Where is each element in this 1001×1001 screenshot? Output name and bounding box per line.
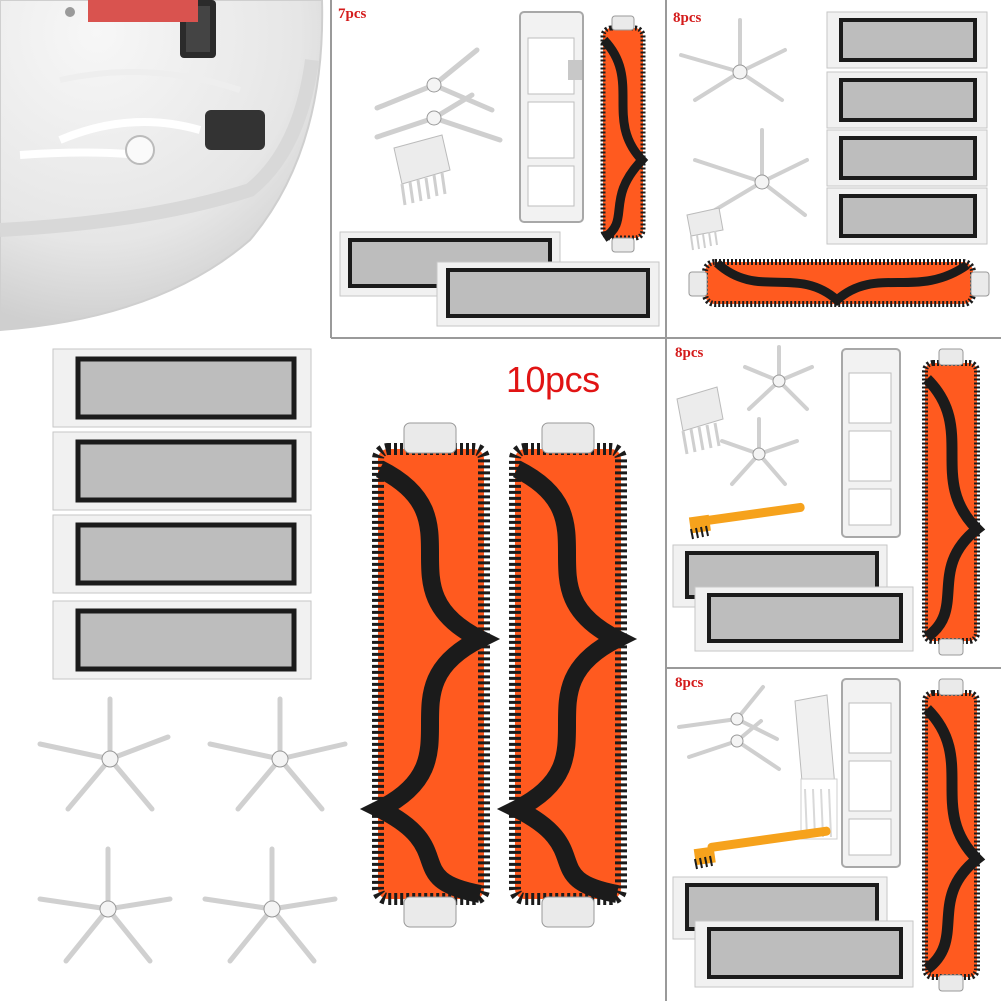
hepa-filter <box>694 920 914 988</box>
side-brush-5arm <box>37 696 171 812</box>
cleaning-comb <box>393 134 451 206</box>
cleaning-tool-yellow <box>688 502 805 540</box>
hepa-filter <box>694 586 914 652</box>
cleaning-comb <box>676 386 724 455</box>
roller-brush <box>922 348 986 656</box>
roller-brush <box>688 259 990 307</box>
panel-8pcs-top: 8pcs <box>667 0 1001 337</box>
cleaning-comb <box>686 207 724 251</box>
roller-brush <box>496 422 638 928</box>
side-brush-5arm <box>693 128 809 217</box>
side-brush-5arm <box>679 18 787 102</box>
panel-label: 7pcs <box>338 6 367 22</box>
panel-8pcs-bottom: 8pcs <box>667 669 1001 1001</box>
side-brush-hub <box>426 110 442 126</box>
side-brush-5arm <box>202 846 338 964</box>
panel-label: 8pcs <box>675 345 704 361</box>
cleaning-tool-yellow <box>693 826 831 870</box>
brush-cover-frame <box>841 678 901 868</box>
hepa-filter <box>436 261 660 327</box>
roller-brush <box>922 678 986 992</box>
roller-brush <box>600 15 649 253</box>
panel-label: 8pcs <box>673 10 702 26</box>
side-brush-3arm <box>677 685 781 771</box>
side-brush-5arm <box>37 846 173 964</box>
side-brush-3arm <box>374 47 503 143</box>
brush-cover-frame <box>841 348 901 538</box>
hepa-filter-stack <box>52 348 312 680</box>
panel-label: 8pcs <box>675 675 704 691</box>
panel-label: 10pcs <box>506 359 600 400</box>
cleaning-brush-white <box>794 694 838 840</box>
side-brush-hub <box>426 77 442 93</box>
robot-vacuum-photo <box>0 0 330 337</box>
roller-brush <box>359 422 501 928</box>
panel-10pcs: 10pcs <box>0 339 665 1001</box>
panel-7pcs: 7pcs <box>332 0 665 337</box>
panel-8pcs-middle: 8pcs <box>667 339 1001 667</box>
side-brush-5arm <box>207 696 348 812</box>
brush-cover-frame <box>519 11 584 223</box>
hepa-filter-stack <box>826 11 988 245</box>
